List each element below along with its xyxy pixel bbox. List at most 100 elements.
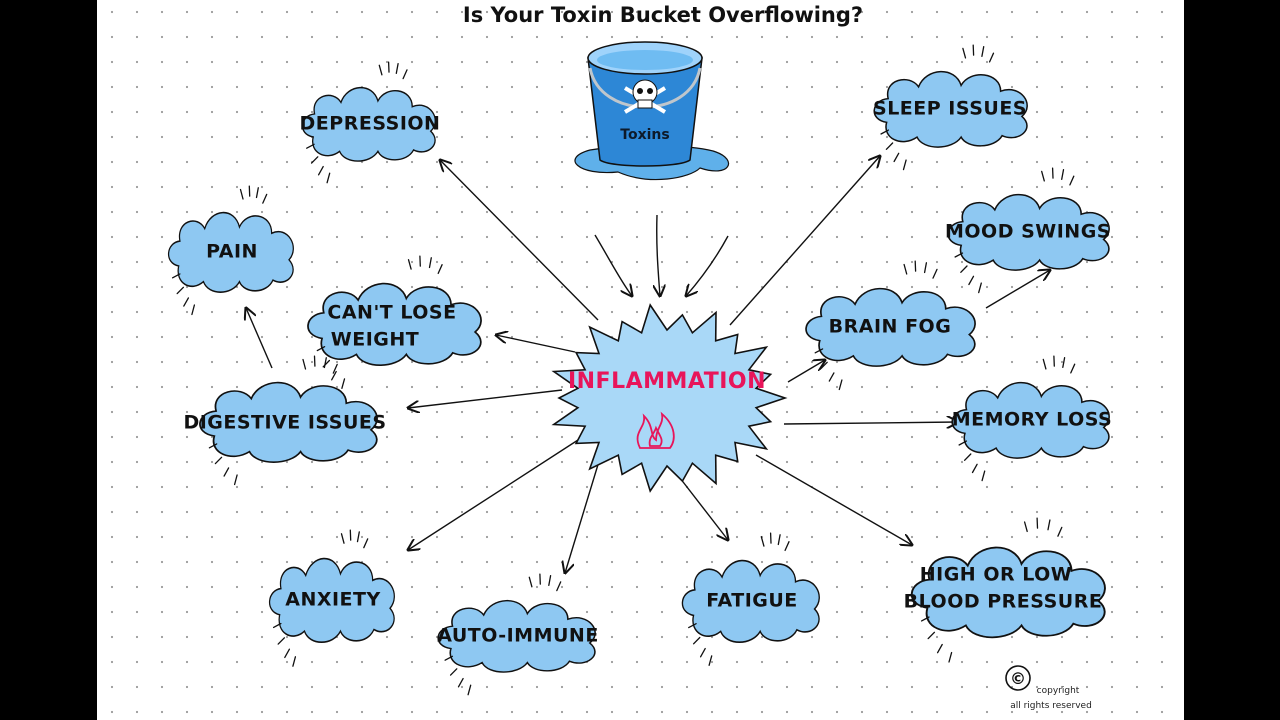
mood-swings-label: MOOD SWINGS: [945, 221, 1111, 243]
memory-loss-label: MEMORY LOSS: [952, 409, 1113, 431]
arrow-to-anxiety: [408, 439, 579, 550]
emphasis-stroke: [449, 668, 458, 676]
inflammation-label: INFLAMMATION: [568, 369, 766, 394]
emphasis-stroke: [1023, 521, 1028, 533]
emphasis-stroke: [239, 188, 244, 200]
emphasis-stroke: [191, 304, 196, 316]
emphasis-stroke: [958, 440, 968, 446]
effect-arrows: [246, 156, 1050, 573]
arrow-to-high-low-bp: [755, 454, 912, 545]
emphasis-stroke: [292, 656, 297, 667]
auto-immune-label: AUTO-IMMUNE: [437, 625, 599, 647]
emphasis-stroke: [402, 69, 408, 80]
arrow-to-auto-immune: [565, 457, 601, 573]
emphasis-stroke: [1047, 519, 1051, 531]
symptom-clouds: DEPRESSION PAIN CAN'T LOSE WEIGHT DIGEST…: [167, 70, 1113, 673]
emphasis-stroke: [378, 64, 383, 76]
skull-icon: [623, 79, 667, 114]
arrow-digestive-to-pain: [246, 308, 273, 369]
emphasis-stroke: [981, 46, 985, 58]
emphasis-stroke: [932, 268, 938, 279]
copyright-line1: copyright: [1037, 686, 1080, 696]
emphasis-stroke: [903, 263, 908, 275]
emphasis-stroke: [971, 463, 978, 474]
emphasis-stroke: [954, 252, 964, 258]
emphasis-stroke: [784, 541, 790, 552]
emphasis-stroke: [1069, 175, 1075, 186]
emphasis-stroke: [306, 143, 315, 149]
emphasis-stroke: [356, 531, 360, 543]
emphasis-stroke: [317, 165, 324, 176]
pain-label: PAIN: [206, 241, 258, 263]
inflammation-burst: INFLAMMATION: [551, 303, 788, 493]
emphasis-stroke: [326, 172, 331, 184]
emphasis-stroke: [927, 631, 936, 640]
emphasis-strokes: [171, 44, 1076, 696]
arrow-to-memory-loss: [783, 422, 958, 424]
emphasis-stroke: [893, 152, 900, 163]
bucket-label: Toxins: [620, 127, 669, 143]
emphasis-stroke: [363, 538, 369, 549]
emphasis-stroke: [981, 470, 986, 482]
emphasis-stroke: [262, 193, 268, 204]
arrow-to-fatigue: [679, 477, 728, 540]
emphasis-stroke: [777, 534, 781, 546]
emphasis-stroke: [880, 129, 890, 135]
emphasis-stroke: [1070, 363, 1076, 374]
digestive-issues-label: DIGESTIVE ISSUES: [183, 412, 386, 434]
emphasis-stroke: [920, 616, 930, 622]
emphasis-stroke: [923, 262, 928, 274]
emphasis-stroke: [688, 623, 697, 629]
high-low-bp-label-line2: BLOOD PRESSURE: [904, 591, 1103, 613]
emphasis-stroke: [814, 348, 824, 354]
emphasis-stroke: [699, 647, 706, 658]
emphasis-stroke: [1061, 169, 1065, 181]
toxin-bucket-illustration: Toxins: [574, 41, 729, 181]
emphasis-stroke: [302, 358, 307, 370]
emphasis-stroke: [428, 257, 432, 269]
fire-icon: [636, 411, 675, 449]
sleep-issues-label: SLEEP ISSUES: [873, 98, 1027, 120]
emphasis-stroke: [176, 286, 185, 295]
high-low-bp-label-line1: HIGH OR LOW: [920, 564, 1073, 586]
arrow-to-digestive-issues: [408, 389, 563, 408]
anxiety-label: ANXIETY: [285, 589, 381, 611]
emphasis-stroke: [692, 636, 701, 645]
emphasis-stroke: [1042, 358, 1047, 370]
emphasis-stroke: [332, 363, 338, 374]
emphasis-stroke: [902, 159, 907, 171]
emphasis-stroke: [437, 264, 443, 275]
emphasis-stroke: [310, 156, 319, 164]
emphasis-stroke: [978, 282, 982, 294]
page-title: Is Your Toxin Bucket Overflowing?: [463, 3, 863, 27]
copyright-line2: all rights reserved: [1010, 701, 1092, 711]
emphasis-stroke: [1057, 526, 1063, 537]
emphasis-stroke: [233, 474, 238, 486]
emphasis-stroke: [820, 361, 828, 370]
cant-lose-weight-label-line1: CAN'T LOSE: [327, 302, 456, 324]
emphasis-stroke: [1041, 170, 1045, 182]
arrow-bucket-right: [686, 235, 729, 296]
emphasis-stroke: [255, 187, 259, 199]
emphasis-stroke: [885, 142, 894, 150]
emphasis-stroke: [962, 47, 967, 59]
bucket-arrows: [594, 214, 729, 296]
emphasis-stroke: [316, 346, 326, 352]
emphasis-stroke: [548, 574, 552, 587]
emphasis-stroke: [828, 372, 835, 382]
emphasis-stroke: [968, 275, 975, 286]
emphasis-stroke: [395, 62, 399, 75]
cant-lose-weight-label-line2: WEIGHT: [331, 329, 419, 351]
emphasis-stroke: [341, 378, 346, 389]
emphasis-stroke: [214, 456, 223, 465]
arrow-to-cant-lose-weight: [496, 335, 576, 353]
emphasis-stroke: [457, 677, 464, 688]
burst-shape: [551, 303, 788, 493]
copyright-symbol: ©: [1010, 669, 1026, 688]
emphasis-stroke: [284, 648, 291, 659]
arrow-to-depression: [440, 160, 599, 321]
bucket-body: [587, 57, 703, 167]
arrow-bucket-left: [594, 234, 632, 296]
emphasis-stroke: [708, 655, 713, 666]
emphasis-stroke: [556, 581, 562, 592]
